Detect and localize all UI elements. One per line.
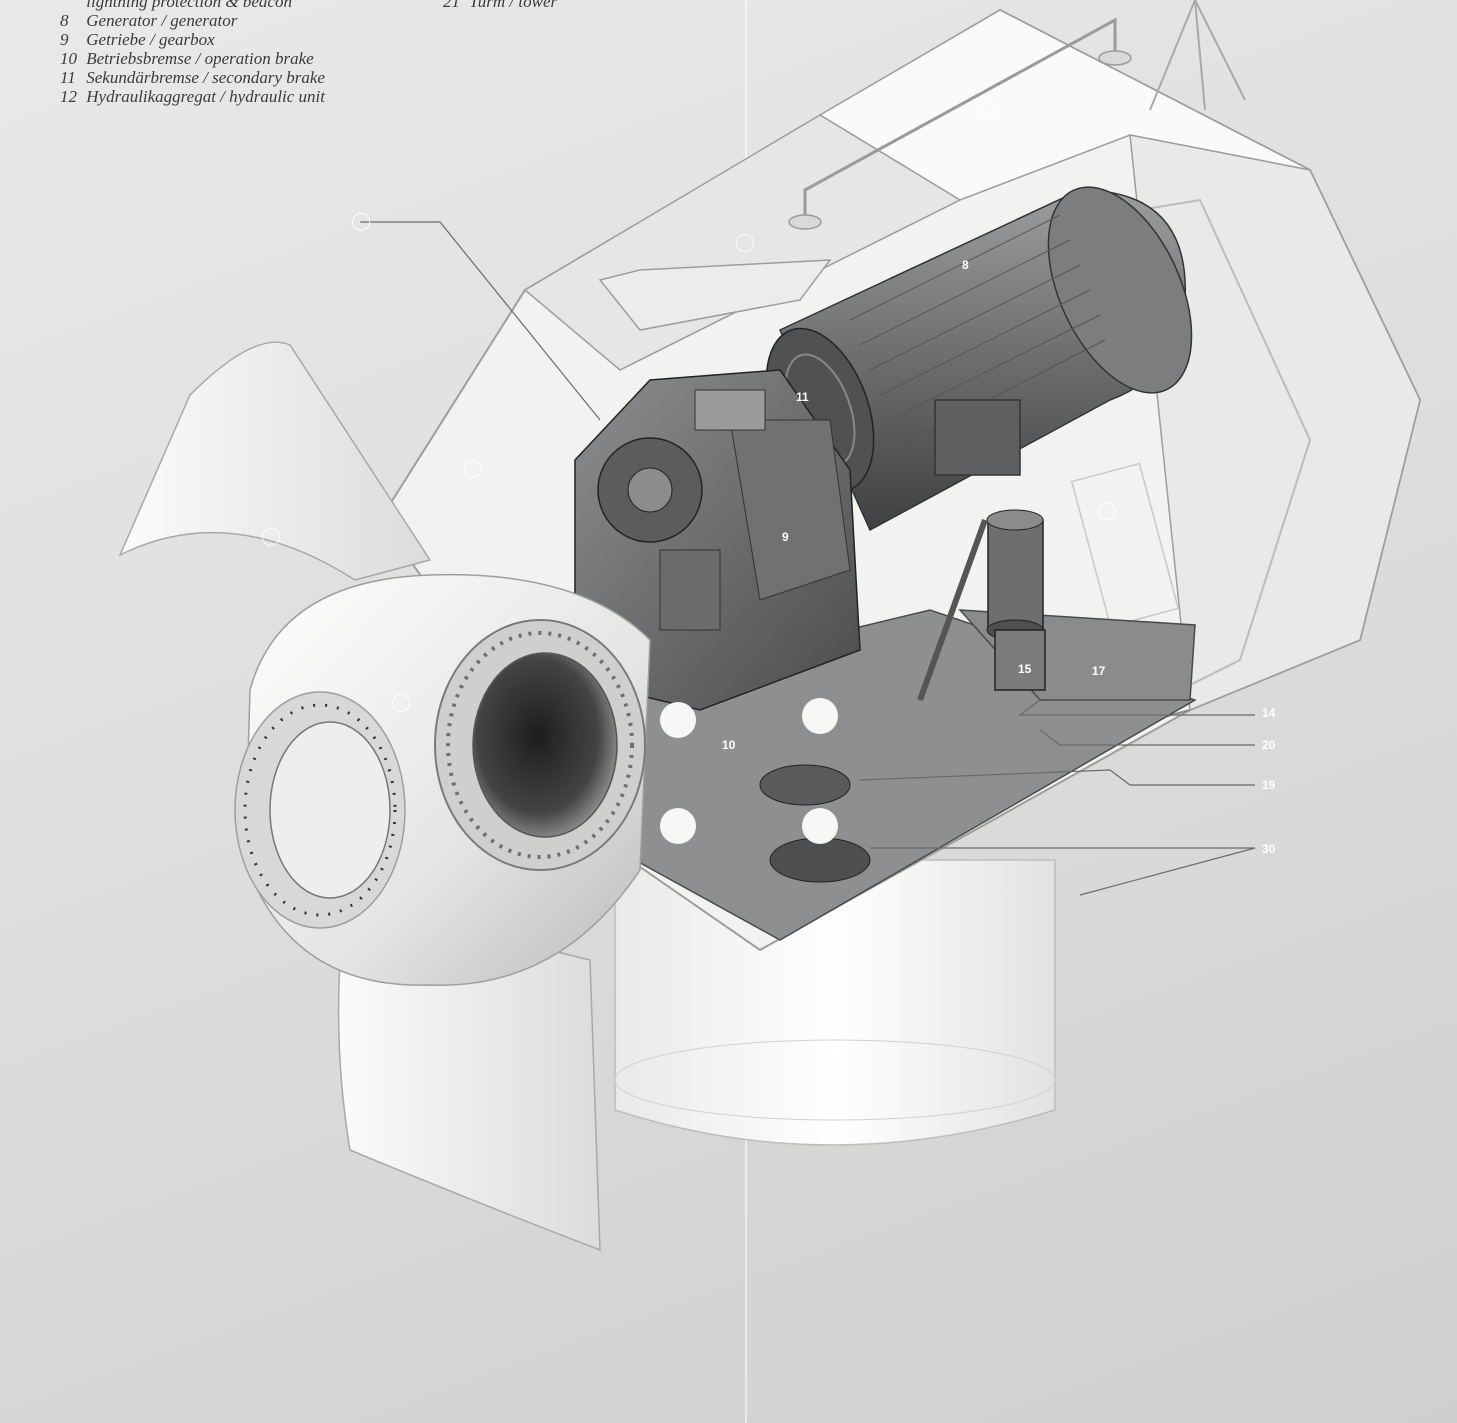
legend-text: Generator / generator — [86, 11, 238, 30]
legend-item: 21 Turm / tower — [443, 0, 557, 11]
gearbox — [574, 369, 861, 711]
legend-text: Betriebsbremse / operation brake — [86, 49, 314, 68]
callout-marker — [736, 234, 754, 252]
callout-8: 8 — [962, 258, 969, 272]
hydraulic-unit — [917, 509, 1046, 702]
callout-marker — [464, 460, 482, 478]
callout-20: 20 — [1262, 738, 1276, 752]
callout-marker — [392, 694, 410, 712]
callout-11: 11 — [796, 390, 809, 404]
callout-19: 19 — [1262, 778, 1276, 792]
callout-15: 15 — [1018, 662, 1032, 676]
legend-item: 8 Generator / generator — [60, 11, 325, 30]
legend-number: 9 — [60, 30, 69, 49]
legend-item: lightning protection & beacon — [60, 0, 325, 11]
callout-marker — [1098, 502, 1116, 520]
rotor-blades — [118, 341, 601, 1252]
legend-item: 9 Getriebe / gearbox — [60, 30, 325, 49]
legend-item: 11 Sekundärbremse / secondary brake — [60, 68, 325, 87]
callout-10: 10 — [722, 738, 736, 752]
callout-marker — [824, 1034, 842, 1052]
callout-marker — [262, 528, 280, 546]
callout-14: 14 — [1262, 706, 1276, 720]
legend-number: 11 — [60, 68, 76, 87]
legend-text: Hydraulikaggregat / hydraulic unit — [86, 87, 326, 106]
callout-9: 9 — [782, 530, 789, 544]
legend-item: 10 Betriebsbremse / operation brake — [60, 49, 325, 68]
legend-number: 8 — [60, 11, 69, 30]
legend-text: Turm / tower — [469, 0, 558, 11]
legend-number: 12 — [60, 87, 77, 106]
legend-list-left: lightning protection & beacon 8 Generato… — [60, 0, 325, 106]
legend-number: 10 — [60, 49, 77, 68]
legend-number: 21 — [443, 0, 460, 11]
roof-handrail — [788, 17, 1132, 230]
legend-text: Getriebe / gearbox — [86, 30, 215, 49]
legend-text: lightning protection & beacon — [86, 0, 292, 11]
leader-lines — [360, 221, 1256, 896]
callout-30: 30 — [1262, 842, 1276, 856]
callout-marker — [978, 102, 996, 120]
rotor-hub — [234, 573, 651, 986]
legend-list-right: 21 Turm / tower — [443, 0, 557, 11]
legend-item: 12 Hydraulikaggregat / hydraulic unit — [60, 87, 325, 106]
callout-marker — [352, 213, 370, 231]
legend-text: Sekundärbremse / secondary brake — [86, 68, 325, 87]
generator — [779, 186, 1193, 532]
yaw-system — [660, 698, 871, 883]
callout-17: 17 — [1092, 664, 1106, 678]
crane-tripod — [1149, 0, 1246, 111]
